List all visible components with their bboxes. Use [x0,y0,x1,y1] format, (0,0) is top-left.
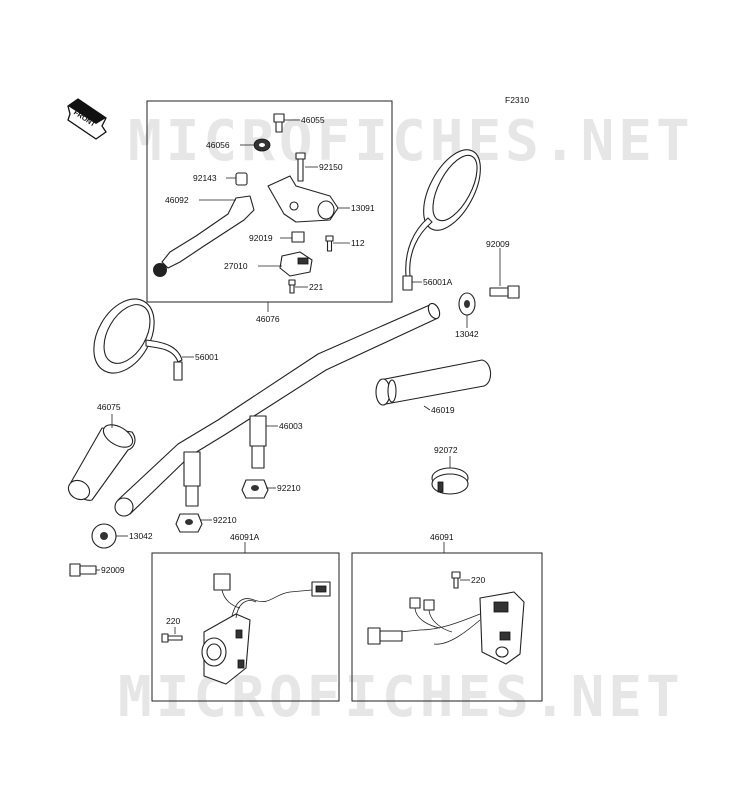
label-46019: 46019 [431,405,455,415]
label-221: 221 [309,282,323,292]
right-switch-box [351,552,543,702]
watermark-bottom: MICROFICHES.NET [118,665,684,730]
mirror-56001A-icon [402,149,481,291]
label-46055: 46055 [301,115,325,125]
leader-lines [96,119,501,634]
lever-assembly-box [146,100,393,303]
grip-46019-icon [375,359,492,406]
handlebar-46003-icon [114,302,441,517]
front-arrow-icon: FRONT [67,98,107,140]
bushing-92143-icon [235,172,248,186]
label-220-right: 220 [471,575,485,585]
screw-220b-icon [451,571,461,589]
label-46091A: 46091A [230,532,260,542]
label-46056: 46056 [206,140,230,150]
label-46003: 46003 [279,421,303,431]
screw-220a-icon [161,633,183,643]
label-46091: 46091 [430,532,454,542]
label-92009-bottom: 92009 [101,565,125,575]
label-112: 112 [351,238,365,248]
label-92210-b: 92210 [213,515,237,525]
washer-46056-icon [253,138,271,152]
label-92019: 92019 [249,233,273,243]
label-13042-bottom: 13042 [129,531,153,541]
watermark-top: MICROFICHES.NET [128,109,694,174]
mirror-56001-icon [93,298,183,381]
grip-46075-icon [67,424,136,501]
weight-13042b-icon [91,523,117,549]
label-46076: 46076 [256,314,280,324]
label-27010: 27010 [224,261,248,271]
label-46075: 46075 [97,402,121,412]
clutch-switch-27010-icon [279,251,313,277]
label-92072: 92072 [434,445,458,455]
label-13091: 13091 [351,203,375,213]
nut-92210b-icon [175,513,203,533]
label-92210-a: 92210 [277,483,301,493]
label-13042-top: 13042 [455,329,479,339]
nut-92210a-icon [241,479,269,499]
left-switch-box [151,552,340,702]
figure-code: F2310 [505,95,529,105]
weight-13042-icon [458,292,476,316]
label-92143: 92143 [193,173,217,183]
label-46092: 46092 [165,195,189,205]
nut-92019-icon [291,231,305,243]
screw-112-icon [325,235,334,252]
label-56001: 56001 [195,352,219,362]
clutch-bracket-13091-icon [267,175,339,223]
label-56001A: 56001A [423,277,453,287]
clamp-92072-icon [431,467,469,495]
switch-46091A-icon [201,573,331,685]
label-92150: 92150 [319,162,343,172]
label-92009-top: 92009 [486,239,510,249]
label-220-left: 220 [166,616,180,626]
bolt-92009b-icon [69,563,97,577]
bolt-92150-icon [295,152,306,182]
bolt-46055-icon [273,113,285,133]
bolt-92009-icon [489,285,520,299]
screw-221-icon [288,279,296,294]
clutch-lever-46092-icon [153,195,255,277]
switch-46091-icon [367,591,525,665]
